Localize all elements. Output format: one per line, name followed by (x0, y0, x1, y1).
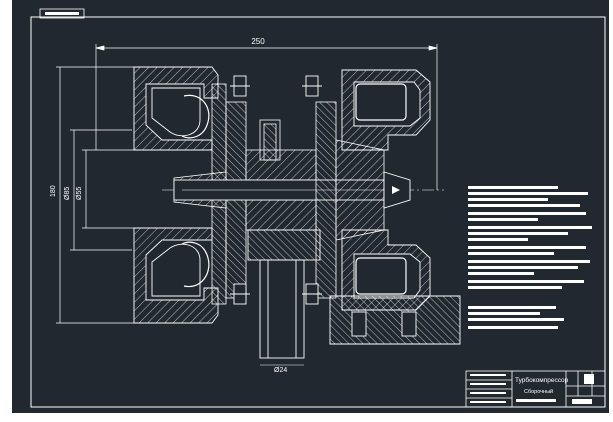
center-housing (245, 119, 317, 231)
title-block-subtitle: Сборочный (524, 388, 553, 395)
dim-label-180: 180 (50, 185, 57, 197)
dim-label-d24: Ø24 (274, 367, 287, 374)
bearing-housing-right (315, 101, 337, 299)
compressor-housing-lower (133, 227, 219, 324)
title-block-fields (470, 374, 594, 404)
compressor-housing-upper (133, 66, 219, 151)
title-block (465, 370, 606, 408)
dimension-overall-width (95, 44, 438, 190)
bolts (230, 75, 322, 305)
nut-marker (392, 186, 400, 194)
dim-label-d55: Ø55 (76, 187, 83, 200)
dim-label-d85: Ø85 (64, 187, 71, 200)
stamp-text-block (45, 12, 79, 15)
drawing-sheet: 250 180 Ø85 Ø55 (12, 0, 609, 413)
turbine-flange (329, 295, 461, 345)
assembly-drawing: 250 180 Ø85 Ø55 (30, 8, 606, 408)
dim-label-250: 250 (251, 37, 265, 46)
technical-notes (468, 186, 592, 329)
turbine-housing-lower (341, 229, 431, 311)
drawing-frame (30, 16, 606, 408)
title-block-title: Турбокомпрессор (515, 376, 569, 384)
oil-drain-pipe (247, 229, 321, 366)
turbine-wheel (335, 139, 385, 241)
stamp-box (39, 8, 85, 19)
turbine-housing-upper (341, 69, 431, 151)
